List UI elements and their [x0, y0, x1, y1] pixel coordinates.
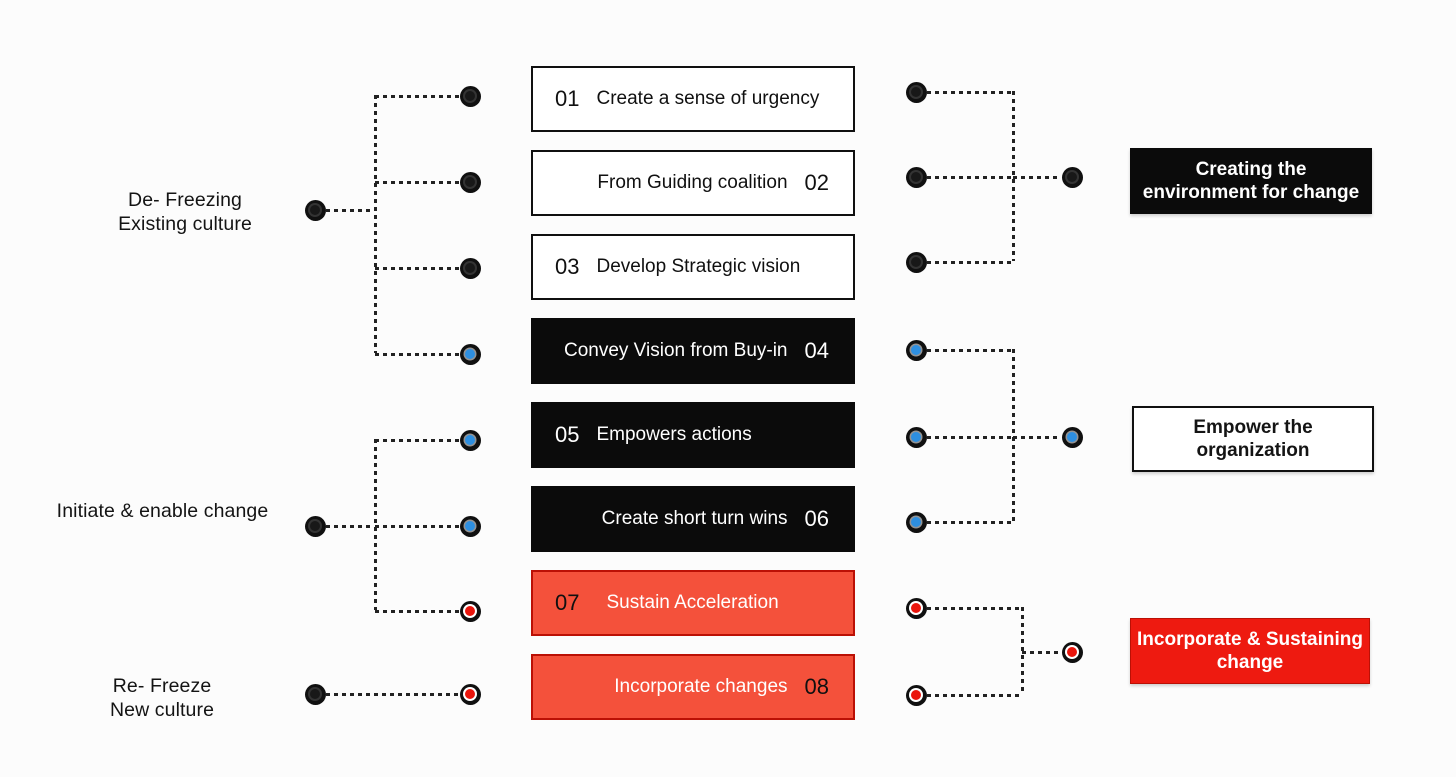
step-number: 01: [555, 86, 580, 111]
banner-line: change: [1216, 652, 1284, 673]
step-number: 07: [555, 590, 580, 615]
connector-line: [927, 175, 1013, 179]
step-label: Create a sense of urgency: [596, 88, 820, 109]
banner-dot: [1061, 641, 1083, 663]
stage-dot: [304, 683, 326, 705]
connector-line: [1013, 435, 1061, 439]
connector-line: [927, 348, 1013, 352]
step-box-04: Convey Vision from Buy-in 04: [531, 318, 855, 384]
connector-line: [927, 520, 1013, 524]
connector-dot: [459, 429, 481, 451]
connector-line: [375, 609, 459, 613]
step-box-01: 01 Create a sense of urgency: [531, 66, 855, 132]
connector-dot: [459, 343, 481, 365]
connector-line: [927, 435, 1013, 439]
connector-line: [927, 90, 1013, 94]
connector-line: [375, 94, 459, 98]
stage-label-line: Initiate & enable change: [56, 500, 269, 522]
connector-line: [326, 692, 459, 696]
connector-line: [927, 260, 1013, 264]
connector-line: [375, 266, 459, 270]
connector-dot: [905, 684, 927, 706]
step-label: Convey Vision from Buy-in: [563, 340, 788, 361]
step-box-02: From Guiding coalition 02: [531, 150, 855, 216]
step-box-08: Incorporate changes 08: [531, 654, 855, 720]
banner-environment-for-change: Creating the environment for change: [1130, 148, 1372, 214]
connector-dot: [459, 171, 481, 193]
step-label: From Guiding coalition: [597, 172, 788, 193]
stage-label-line: De- Freezing: [128, 189, 242, 211]
connector-line: [927, 693, 1022, 697]
step-box-03: 03 Develop Strategic vision: [531, 234, 855, 300]
connector-dot: [459, 85, 481, 107]
connector-dot: [905, 426, 927, 448]
connector-dot: [905, 597, 927, 619]
step-number: 04: [804, 338, 829, 363]
step-label: Empowers actions: [596, 424, 752, 445]
stage-label-line: Existing culture: [118, 213, 252, 235]
connector-line: [1011, 348, 1015, 521]
step-number: 03: [555, 254, 580, 279]
connector-dot: [905, 511, 927, 533]
stage-label-defreeze: De- Freezing Existing culture: [85, 188, 285, 236]
step-number: 05: [555, 422, 580, 447]
step-label: Incorporate changes: [614, 676, 788, 697]
step-number: 06: [804, 506, 829, 531]
banner-line: Incorporate & Sustaining: [1137, 629, 1363, 650]
banner-dot: [1061, 166, 1083, 188]
connector-line: [326, 208, 374, 212]
connector-line: [375, 180, 459, 184]
banner-line: organization: [1196, 440, 1310, 461]
step-box-07: 07 Sustain Acceleration: [531, 570, 855, 636]
stage-label-refreeze: Re- Freeze New culture: [62, 674, 262, 722]
step-label: Create short turn wins: [601, 508, 788, 529]
banner-incorporate-sustain: Incorporate & Sustaining change: [1130, 618, 1370, 684]
stage-label-line: Re- Freeze: [112, 675, 212, 697]
connector-line: [375, 352, 459, 356]
connector-dot: [459, 515, 481, 537]
banner-line: Creating the: [1195, 159, 1307, 180]
connector-line: [927, 606, 1022, 610]
connector-line: [373, 94, 377, 353]
connector-dot: [905, 81, 927, 103]
banner-line: environment for change: [1142, 182, 1360, 203]
connector-dot: [459, 257, 481, 279]
connector-dot: [905, 339, 927, 361]
connector-dot: [905, 251, 927, 273]
banner-empower-organization: Empower the organization: [1132, 406, 1374, 472]
connector-line: [375, 524, 459, 528]
step-number: 08: [804, 674, 829, 699]
banner-line: Empower the: [1193, 417, 1313, 438]
connector-dot: [459, 683, 481, 705]
connector-dot: [459, 600, 481, 622]
stage-dot: [304, 515, 326, 537]
connector-line: [373, 438, 377, 610]
stage-label-line: New culture: [109, 699, 215, 721]
step-box-06: Create short turn wins 06: [531, 486, 855, 552]
step-number: 02: [804, 170, 829, 195]
connector-line: [375, 438, 459, 442]
banner-dot: [1061, 426, 1083, 448]
connector-line: [1013, 175, 1061, 179]
step-label: Develop Strategic vision: [596, 256, 801, 277]
step-box-05: 05 Empowers actions: [531, 402, 855, 468]
connector-dot: [905, 166, 927, 188]
stage-dot: [304, 199, 326, 221]
step-label: Sustain Acceleration: [606, 592, 779, 613]
connector-line: [326, 524, 374, 528]
stage-label-initiate: Initiate & enable change: [40, 499, 285, 523]
connector-line: [1022, 650, 1061, 654]
